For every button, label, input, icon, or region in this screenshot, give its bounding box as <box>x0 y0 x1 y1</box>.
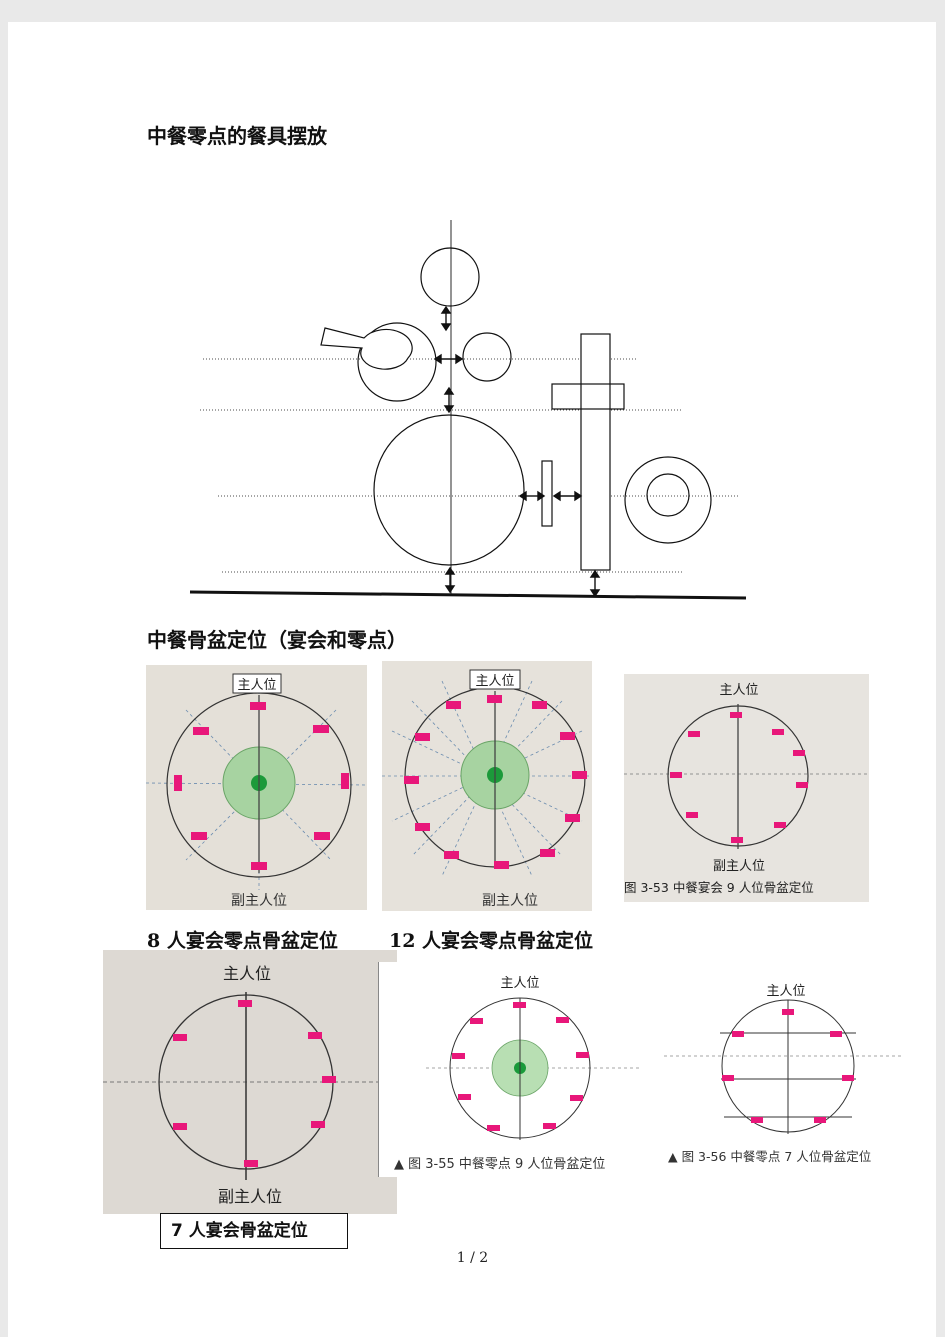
tea-cup-saucer <box>624 456 712 544</box>
fig9c-host-label: 主人位 <box>500 976 539 991</box>
fig12-cohost-label: 副主人位 <box>482 893 538 909</box>
photo-8-person-layout: 主人位 副主人位 <box>146 665 367 910</box>
fig7c-host-label: 主人位 <box>766 984 805 999</box>
wine-glass <box>420 247 480 307</box>
place-setting-diagram <box>189 220 747 600</box>
fig9b-caption: 图 3-53 中餐宴会 9 人位骨盆定位 <box>624 880 814 895</box>
bone-plate <box>373 414 525 566</box>
fig9b-host-label: 主人位 <box>719 683 758 698</box>
photo-12-person-layout: 主人位 副主人位 <box>382 661 592 911</box>
photo-7-person-banquet: 主人位 副主人位 <box>103 950 397 1214</box>
heading-bone-plate: 中餐骨盆定位（宴会和零点） <box>147 628 407 652</box>
fig12-host-label: 主人位 <box>475 674 514 689</box>
fig8-cohost-label: 副主人位 <box>231 893 287 909</box>
fig9b-cohost-label: 副主人位 <box>713 859 765 874</box>
fig7b-cohost-label: 副主人位 <box>218 1187 282 1206</box>
fig7c-caption: ▲ 图 3-56 中餐零点 7 人位骨盆定位 <box>668 1149 871 1164</box>
page-number: 1 / 2 <box>456 1250 489 1266</box>
figure-7-person-casual: 主人位 ▲ 图 3-56 中餐零点 7 人位骨盆定位 <box>664 984 904 1164</box>
fig8-host-label: 主人位 <box>237 678 276 693</box>
photo-9-person-banquet: 主人位 副主人位 图 3-53 中餐宴会 9 人位骨盆定位 <box>624 674 869 902</box>
caption-8-person: 8 人宴会零点骨盆定位 <box>147 930 338 952</box>
table-edge <box>189 590 747 600</box>
tea-cup <box>646 473 690 517</box>
sauce-dish <box>462 332 512 382</box>
fig9c-caption: ▲ 图 3-55 中餐零点 9 人位骨盆定位 <box>394 1156 605 1172</box>
fig7b-host-label: 主人位 <box>223 964 271 983</box>
caption-12-person: 12 人宴会零点骨盆定位 <box>389 930 594 952</box>
caption-7-person-banquet: 7 人宴会骨盆定位 <box>160 1213 348 1249</box>
heading-place-setting: 中餐零点的餐具摆放 <box>147 124 327 148</box>
spoon <box>320 327 413 370</box>
chopstick-rest <box>541 460 553 527</box>
figure-9-person-casual: 主人位 ▲ 图 3-55 中餐零点 9 人位骨盆定位 <box>378 962 640 1177</box>
soup-bowl <box>357 322 437 402</box>
chopsticks <box>580 333 611 571</box>
spoon-holder <box>551 383 625 410</box>
